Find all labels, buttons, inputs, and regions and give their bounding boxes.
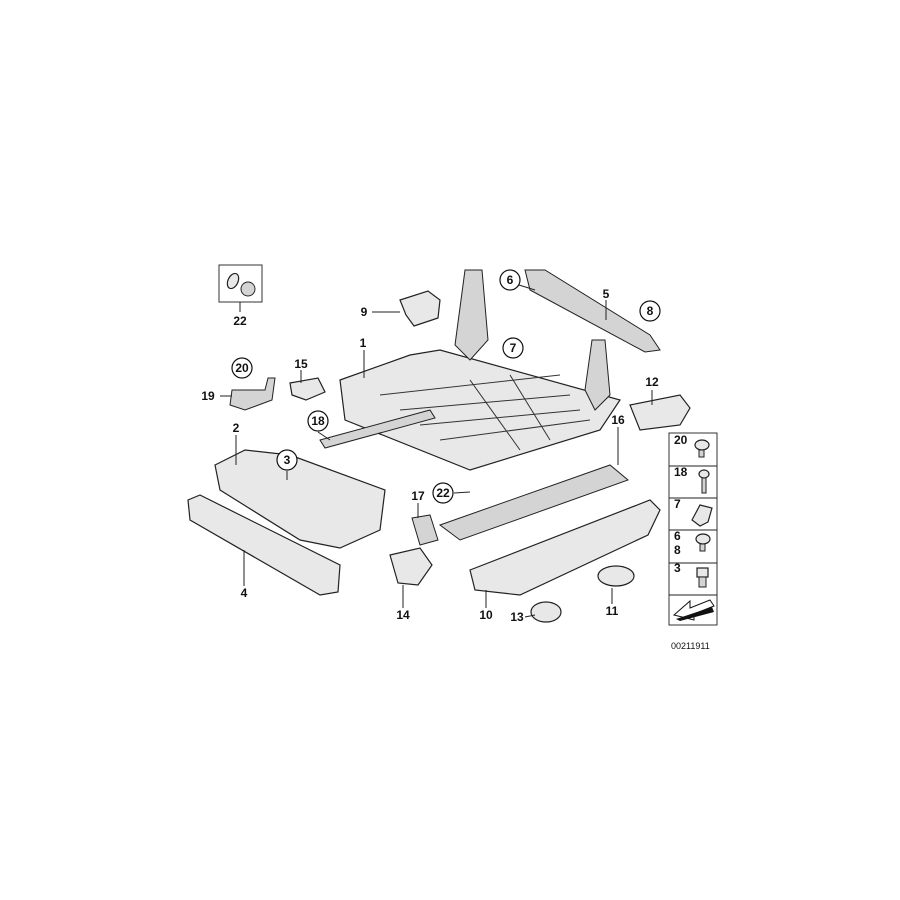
callout-label: 1 bbox=[360, 336, 367, 350]
part-22-nut-washer bbox=[218, 264, 263, 303]
screw-socket-head-icon bbox=[696, 567, 709, 588]
callout-18: 18 bbox=[307, 410, 329, 432]
part-12-cover bbox=[629, 394, 691, 431]
callout-11: 11 bbox=[606, 604, 619, 618]
callout-label: 13 bbox=[510, 610, 524, 624]
callout-circle bbox=[639, 300, 661, 322]
callout-label: 3 bbox=[284, 453, 291, 467]
callout-15: 15 bbox=[294, 357, 308, 371]
screw-round-head-icon bbox=[694, 439, 710, 458]
callout-22a: 22 bbox=[233, 314, 247, 328]
callout-1: 1 bbox=[360, 336, 367, 350]
callout-label: 19 bbox=[201, 389, 215, 403]
clip-icon bbox=[691, 504, 713, 527]
callout-2: 2 bbox=[233, 421, 240, 435]
part-15-cap bbox=[289, 377, 326, 401]
legend-label: 20 bbox=[674, 433, 688, 447]
screw-phillips-icon bbox=[695, 533, 711, 552]
callout-circle bbox=[499, 269, 521, 291]
callout-label: 9 bbox=[361, 305, 368, 319]
callout-6: 6 bbox=[499, 269, 521, 291]
diagram-code: 00211911 bbox=[671, 641, 710, 651]
leader-lines bbox=[220, 284, 653, 618]
callout-label: 2 bbox=[233, 421, 240, 435]
legend-label: 18 bbox=[674, 465, 688, 479]
callout-20: 20 bbox=[231, 357, 253, 379]
callout-8: 8 bbox=[639, 300, 661, 322]
callout-16: 16 bbox=[611, 413, 625, 427]
callout-22b: 22 bbox=[432, 482, 454, 504]
callout-7: 7 bbox=[502, 337, 524, 359]
callout-circle bbox=[231, 357, 253, 379]
callout-label: 6 bbox=[507, 273, 514, 287]
callout-label: 17 bbox=[411, 489, 425, 503]
callout-label: 22 bbox=[436, 486, 450, 500]
callout-label: 20 bbox=[235, 361, 249, 375]
callout-4: 4 bbox=[241, 586, 248, 600]
callout-14: 14 bbox=[396, 608, 410, 622]
callout-label: 7 bbox=[510, 341, 517, 355]
legend-label: 3 bbox=[674, 561, 681, 575]
callout-label: 14 bbox=[396, 608, 410, 622]
callout-label: 10 bbox=[479, 608, 493, 622]
callout-label: 4 bbox=[241, 586, 248, 600]
part-11-handle bbox=[597, 565, 635, 587]
callout-5: 5 bbox=[603, 287, 610, 301]
callout-17: 17 bbox=[411, 489, 425, 503]
part-9-bracket bbox=[399, 290, 441, 327]
callout-label: 8 bbox=[647, 304, 654, 318]
callout-label: 11 bbox=[606, 604, 619, 618]
callout-circle bbox=[276, 449, 298, 471]
callout-label: 22 bbox=[233, 314, 247, 328]
direction-arrow-icon bbox=[672, 599, 715, 621]
callout-19: 19 bbox=[201, 389, 215, 403]
callout-label: 5 bbox=[603, 287, 610, 301]
callout-12: 12 bbox=[645, 375, 659, 389]
callout-label: 15 bbox=[294, 357, 308, 371]
fastener-legend bbox=[668, 432, 718, 626]
screw-long-icon bbox=[698, 469, 710, 494]
callout-label: 18 bbox=[311, 414, 325, 428]
part-5-rail bbox=[524, 269, 661, 353]
callout-label: 12 bbox=[645, 375, 659, 389]
part-17-clip bbox=[411, 514, 439, 546]
part-16-rail bbox=[438, 464, 629, 541]
part-18-rail bbox=[319, 409, 436, 449]
callout-circle bbox=[432, 482, 454, 504]
callout-9: 9 bbox=[361, 305, 368, 319]
callout-circle bbox=[502, 337, 524, 359]
callout-13: 13 bbox=[510, 610, 524, 624]
part-10-side-trim bbox=[469, 499, 661, 596]
part-13-handle bbox=[530, 601, 562, 623]
part-19-bracket bbox=[229, 377, 276, 411]
legend-label: 7 bbox=[674, 497, 681, 511]
callout-label: 16 bbox=[611, 413, 625, 427]
part-2-seat-pan bbox=[214, 449, 386, 549]
part-14-cover bbox=[389, 547, 433, 586]
legend-label: 8 bbox=[674, 543, 681, 557]
legend-label: 6 bbox=[674, 529, 681, 543]
callout-circle bbox=[307, 410, 329, 432]
part-4-front-cover bbox=[187, 494, 341, 596]
callout-3: 3 bbox=[276, 449, 298, 471]
callout-10: 10 bbox=[479, 608, 493, 622]
